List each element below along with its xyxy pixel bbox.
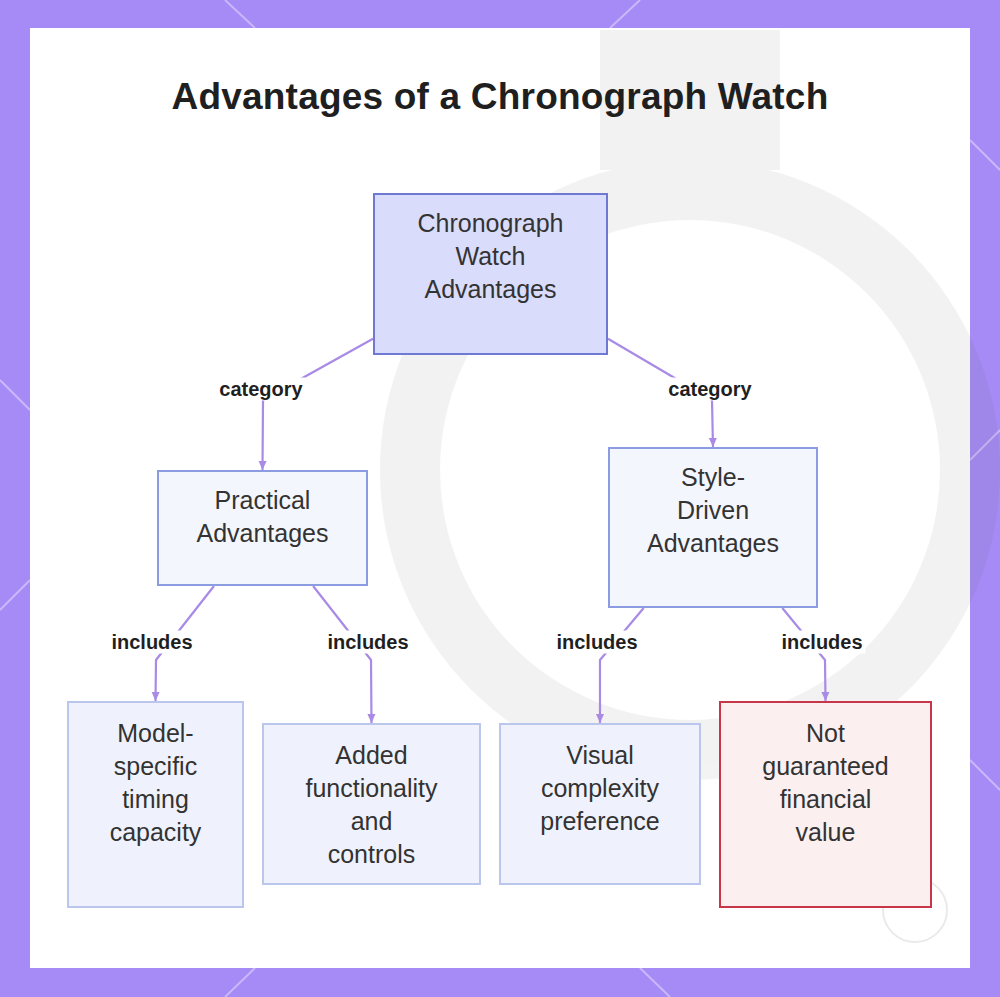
root-box: Chronograph Watch Advantages	[373, 193, 608, 355]
warning-box: Not guaranteed financial value	[719, 701, 932, 908]
edge-label: includes	[778, 631, 865, 654]
connector-arrow	[782, 608, 825, 701]
edge-label: category	[216, 378, 305, 401]
edge-label: includes	[108, 631, 195, 654]
node-label: Not guaranteed financial value	[759, 717, 892, 849]
node-label: Model-specific timing capacity	[101, 717, 210, 849]
node-label: Practical Advantages	[181, 484, 344, 550]
item-box: Added functionality and controls	[262, 723, 481, 885]
edge-label: includes	[553, 631, 640, 654]
node-label: Chronograph Watch Advantages	[410, 207, 571, 306]
connector-arrow	[263, 339, 374, 470]
edge-label: category	[665, 378, 754, 401]
white-panel	[30, 28, 970, 968]
item-box: Visual complexity preference	[499, 723, 701, 885]
category-box: Practical Advantages	[157, 470, 368, 586]
watch-watermark	[380, 30, 1000, 780]
category-box: Style-Driven Advantages	[608, 447, 818, 608]
connector-arrow	[600, 608, 644, 723]
diagram-title: Advantages of a Chronograph Watch	[30, 76, 970, 118]
edge-label: includes	[324, 631, 411, 654]
node-label: Added functionality and controls	[304, 739, 439, 871]
node-label: Visual complexity preference	[527, 739, 673, 838]
node-label: Style-Driven Advantages	[647, 461, 779, 560]
item-box: Model-specific timing capacity	[67, 701, 244, 908]
connector-arrow	[313, 586, 371, 723]
